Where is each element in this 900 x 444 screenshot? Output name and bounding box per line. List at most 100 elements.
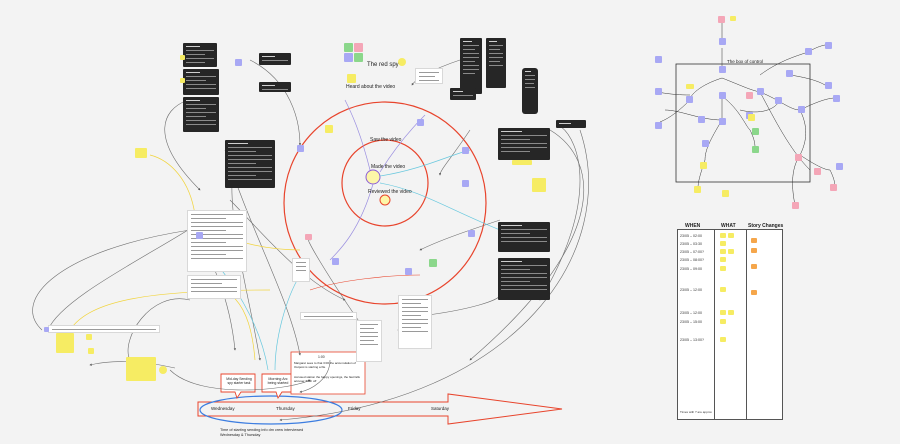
chat-screenshot-card[interactable]	[498, 258, 550, 300]
sticky-note[interactable]	[180, 78, 185, 83]
chat-screenshot-card[interactable]	[183, 43, 217, 67]
table-sticky[interactable]	[728, 233, 734, 238]
sticky-note[interactable]	[462, 180, 469, 187]
chat-screenshot-card[interactable]	[183, 97, 219, 132]
flow-node[interactable]	[694, 186, 701, 193]
sticky-note[interactable]	[468, 230, 475, 237]
flow-node[interactable]	[686, 96, 693, 103]
flow-node[interactable]	[748, 114, 755, 121]
table-sticky[interactable]	[720, 319, 726, 324]
sticky-note[interactable]	[196, 232, 203, 239]
table-sticky[interactable]	[720, 257, 726, 262]
sticky-note[interactable]	[325, 125, 333, 133]
table-sticky[interactable]	[728, 310, 734, 315]
flow-node[interactable]	[775, 97, 782, 104]
table-sticky[interactable]	[720, 310, 726, 315]
flow-node[interactable]	[655, 56, 662, 63]
flow-node[interactable]	[746, 92, 753, 99]
flow-node[interactable]	[830, 184, 837, 191]
sticky-note[interactable]	[180, 55, 185, 60]
chat-screenshot-card[interactable]	[259, 53, 291, 65]
table-sticky[interactable]	[751, 264, 757, 269]
chat-screenshot-card[interactable]	[225, 140, 275, 188]
flow-node[interactable]	[814, 168, 821, 175]
flow-node[interactable]	[702, 140, 709, 147]
sticky-note[interactable]	[297, 145, 304, 152]
sticky-note[interactable]	[429, 259, 437, 267]
flow-node[interactable]	[719, 66, 726, 73]
table-sticky[interactable]	[720, 249, 726, 254]
sticky-note[interactable]	[126, 357, 156, 381]
sticky-note[interactable]	[88, 348, 94, 354]
flow-node[interactable]	[757, 88, 764, 95]
sticky-note[interactable]	[135, 148, 147, 158]
flow-node[interactable]	[836, 163, 843, 170]
sticky-note[interactable]	[86, 334, 92, 340]
sticky-note[interactable]	[344, 43, 353, 52]
table-sticky[interactable]	[728, 249, 734, 254]
flow-node[interactable]	[722, 190, 729, 197]
table-sticky[interactable]	[751, 248, 757, 253]
chat-screenshot-card[interactable]	[450, 88, 476, 100]
table-sticky[interactable]	[720, 266, 726, 271]
sticky-note[interactable]	[417, 119, 424, 126]
document-card[interactable]	[300, 312, 357, 320]
flow-node[interactable]	[752, 146, 759, 153]
sticky-note[interactable]	[56, 333, 74, 353]
sticky-note[interactable]	[159, 366, 167, 374]
sticky-note[interactable]	[332, 258, 339, 265]
flow-node[interactable]	[719, 38, 726, 45]
document-card[interactable]	[356, 320, 382, 362]
flow-node[interactable]	[718, 16, 725, 23]
sticky-note[interactable]	[354, 43, 363, 52]
sticky-note[interactable]	[512, 160, 532, 165]
document-card[interactable]	[398, 295, 432, 349]
table-sticky[interactable]	[720, 241, 726, 246]
flow-node[interactable]	[719, 118, 726, 125]
flow-node[interactable]	[655, 122, 662, 129]
flow-node[interactable]	[825, 82, 832, 89]
table-sticky[interactable]	[720, 233, 726, 238]
phone-screenshot-card[interactable]	[460, 38, 482, 94]
phone-screenshot-card[interactable]	[522, 68, 538, 114]
document-card[interactable]	[292, 258, 310, 282]
phone-screenshot-card[interactable]	[486, 38, 506, 88]
sticky-note[interactable]	[405, 268, 412, 275]
flow-node[interactable]	[752, 128, 759, 135]
table-sticky[interactable]	[751, 290, 757, 295]
flow-node[interactable]	[795, 154, 802, 161]
flow-node[interactable]	[792, 202, 799, 209]
flow-node[interactable]	[700, 162, 707, 169]
document-card[interactable]	[415, 68, 443, 84]
sticky-note[interactable]	[462, 147, 469, 154]
sticky-note[interactable]	[354, 53, 363, 62]
sticky-note[interactable]	[347, 74, 356, 83]
flow-node[interactable]	[798, 106, 805, 113]
chat-screenshot-card[interactable]	[498, 222, 550, 252]
flow-node[interactable]	[730, 16, 736, 21]
table-sticky[interactable]	[720, 337, 726, 342]
sticky-note[interactable]	[344, 53, 353, 62]
chat-screenshot-card[interactable]	[259, 82, 291, 92]
flow-node[interactable]	[655, 88, 662, 95]
table-sticky[interactable]	[720, 287, 726, 292]
flow-node[interactable]	[786, 70, 793, 77]
sticky-note[interactable]	[235, 59, 242, 66]
sticky-note[interactable]	[44, 327, 49, 332]
chat-screenshot-card[interactable]	[183, 69, 219, 95]
chat-screenshot-card[interactable]	[498, 128, 550, 160]
flow-node[interactable]	[698, 116, 705, 123]
flow-node[interactable]	[833, 95, 840, 102]
flow-node[interactable]	[805, 48, 812, 55]
table-sticky[interactable]	[751, 238, 757, 243]
flow-node[interactable]	[825, 42, 832, 49]
document-card[interactable]	[48, 325, 160, 333]
sticky-note[interactable]	[532, 178, 546, 192]
sticky-note[interactable]	[305, 234, 312, 240]
document-card[interactable]	[187, 275, 241, 299]
flow-node[interactable]	[719, 92, 726, 99]
flow-node[interactable]	[686, 84, 694, 89]
document-card[interactable]	[187, 210, 247, 272]
chat-screenshot-card[interactable]	[556, 120, 586, 128]
